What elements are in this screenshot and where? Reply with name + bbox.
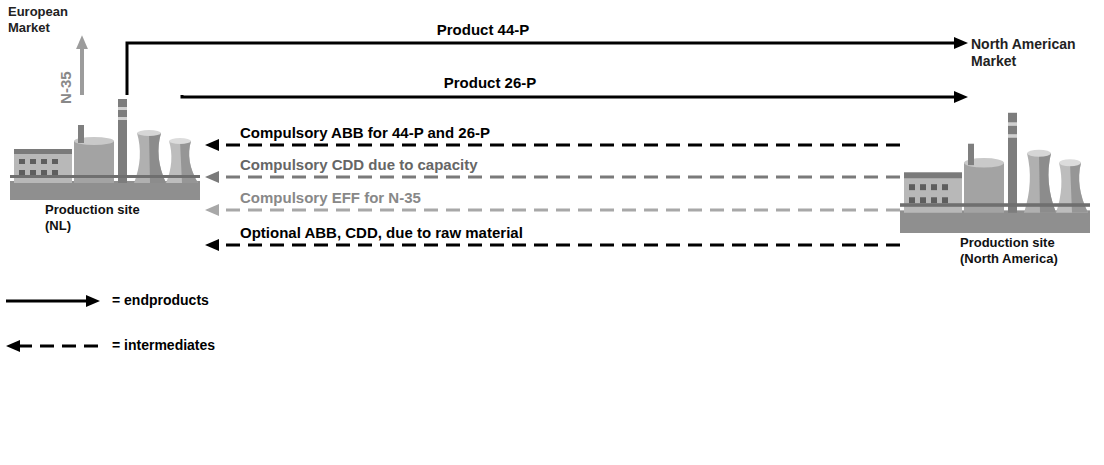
endproduct-arrow: [127, 43, 956, 95]
market-label: European Market: [8, 4, 86, 35]
production-site: Production site (North America): [900, 108, 1095, 266]
market: European Market: [5, 4, 105, 35]
legend-dashed-line: [18, 345, 100, 348]
flow-label: Compulsory CDD due to capacity: [238, 156, 480, 173]
site-label: Production site (NL): [45, 202, 163, 233]
factory-illustration: [900, 108, 1090, 233]
legend-text: = intermediates: [112, 337, 215, 353]
factory-illustration: [10, 95, 200, 200]
flow-label: N-35: [56, 70, 73, 107]
intermediate-arrow: [217, 176, 900, 179]
intermediate-arrow: [217, 209, 900, 212]
flow-label: Product 44-P: [435, 21, 532, 38]
endproduct-arrow: [80, 47, 84, 95]
market: North American Market: [968, 36, 1093, 106]
legend-solid-line: [6, 300, 88, 303]
endproduct-arrow: [182, 95, 956, 97]
legend-arrowhead: [6, 340, 20, 352]
intermediate-arrow: [217, 244, 900, 247]
site-label: Production site (North America): [960, 235, 1078, 266]
flow-label: Compulsory ABB for 44-P and 26-P: [238, 124, 492, 141]
flow-label: Optional ABB, CDD, due to raw material: [238, 224, 525, 241]
market-label: North American Market: [971, 36, 1089, 70]
legend-arrowhead: [86, 295, 100, 307]
flow-label: Compulsory EFF for N-35: [238, 189, 423, 206]
legend-text: = endproducts: [112, 292, 209, 308]
production-site: Production site (NL): [10, 95, 205, 233]
intermediate-arrow: [217, 144, 900, 147]
flow-label: Product 26-P: [442, 74, 539, 91]
